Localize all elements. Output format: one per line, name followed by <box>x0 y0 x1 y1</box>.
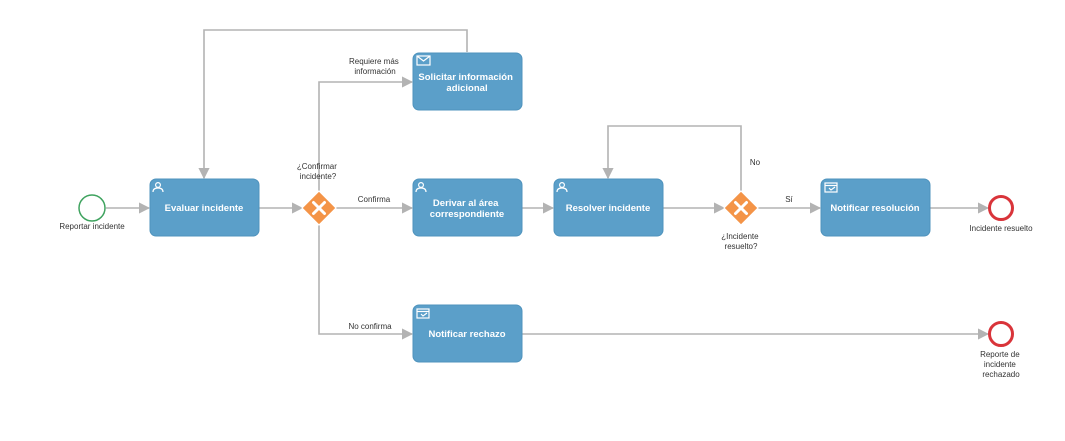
flow-gateway-not-confirms-to-rejection[interactable] <box>318 225 414 340</box>
flow-gateway-to-request-info[interactable] <box>318 76 414 191</box>
flow-label-more-info: Requiere más información <box>349 57 401 76</box>
task-evaluate-incident[interactable]: Evaluar incidente <box>149 178 260 237</box>
start-event-label: Reportar incidente <box>59 222 125 231</box>
end-event-rejected[interactable] <box>988 321 1014 347</box>
user-icon <box>415 182 427 193</box>
task-derive-area[interactable]: Derivar al área correspondiente <box>412 178 523 237</box>
envelope-icon <box>416 55 431 66</box>
flow-resolved-gateway-no-to-resolve[interactable] <box>602 125 742 191</box>
task-request-info-label: Solicitar información adicional <box>418 72 515 94</box>
task-resolve-incident[interactable]: Resolver incidente <box>553 178 664 237</box>
end-event-resolved-label: Incidente resuelto <box>969 224 1033 233</box>
task-notify-rejection-label: Notificar rechazo <box>428 329 505 340</box>
task-resolve-incident-box[interactable] <box>553 178 664 237</box>
flow-label-confirms: Confirma <box>358 195 391 204</box>
exclusive-x-icon <box>312 201 326 215</box>
user-icon <box>556 182 568 193</box>
flow-request-info-to-evaluate[interactable] <box>198 29 468 180</box>
flow-label-no: No <box>750 158 761 167</box>
task-derive-area-box[interactable] <box>412 178 523 237</box>
user-icon <box>152 182 164 193</box>
task-evaluate-incident-box[interactable] <box>149 178 260 237</box>
task-notify-rejection[interactable]: Notificar rechazo <box>412 304 523 363</box>
task-evaluate-incident-label: Evaluar incidente <box>165 203 244 214</box>
task-request-info-box[interactable] <box>412 52 523 111</box>
start-event[interactable] <box>78 194 106 222</box>
end-event-rejected-circle[interactable] <box>988 321 1014 347</box>
flow-label-not-confirms: No confirma <box>348 322 392 331</box>
task-notify-rejection-box[interactable] <box>412 304 523 363</box>
task-notify-resolution[interactable]: Notificar resolución <box>820 178 931 237</box>
task-notify-resolution-box[interactable] <box>820 178 931 237</box>
task-derive-area-label: Derivar al área correspondiente <box>430 198 504 220</box>
end-event-rejected-label: Reporte de incidente rechazado <box>980 350 1022 379</box>
gateway-confirm-label: ¿Confirmar incidente? <box>297 162 339 181</box>
service-window-icon <box>416 308 430 319</box>
service-window-icon <box>824 182 838 193</box>
task-resolve-incident-label: Resolver incidente <box>566 203 650 214</box>
start-event-circle[interactable] <box>78 194 106 222</box>
task-notify-resolution-label: Notificar resolución <box>830 203 919 214</box>
flow-label-yes: Sí <box>785 195 793 204</box>
end-event-resolved[interactable] <box>988 195 1014 221</box>
gateway-incident-resolved[interactable] <box>723 190 759 226</box>
end-event-resolved-circle[interactable] <box>988 195 1014 221</box>
exclusive-x-icon <box>734 201 748 215</box>
sequence-flows <box>106 29 990 340</box>
task-request-info[interactable]: Solicitar información adicional <box>412 52 523 111</box>
gateway-resolved-label: ¿Incidente resuelto? <box>721 232 761 251</box>
gateway-confirm-incident[interactable] <box>301 190 337 226</box>
